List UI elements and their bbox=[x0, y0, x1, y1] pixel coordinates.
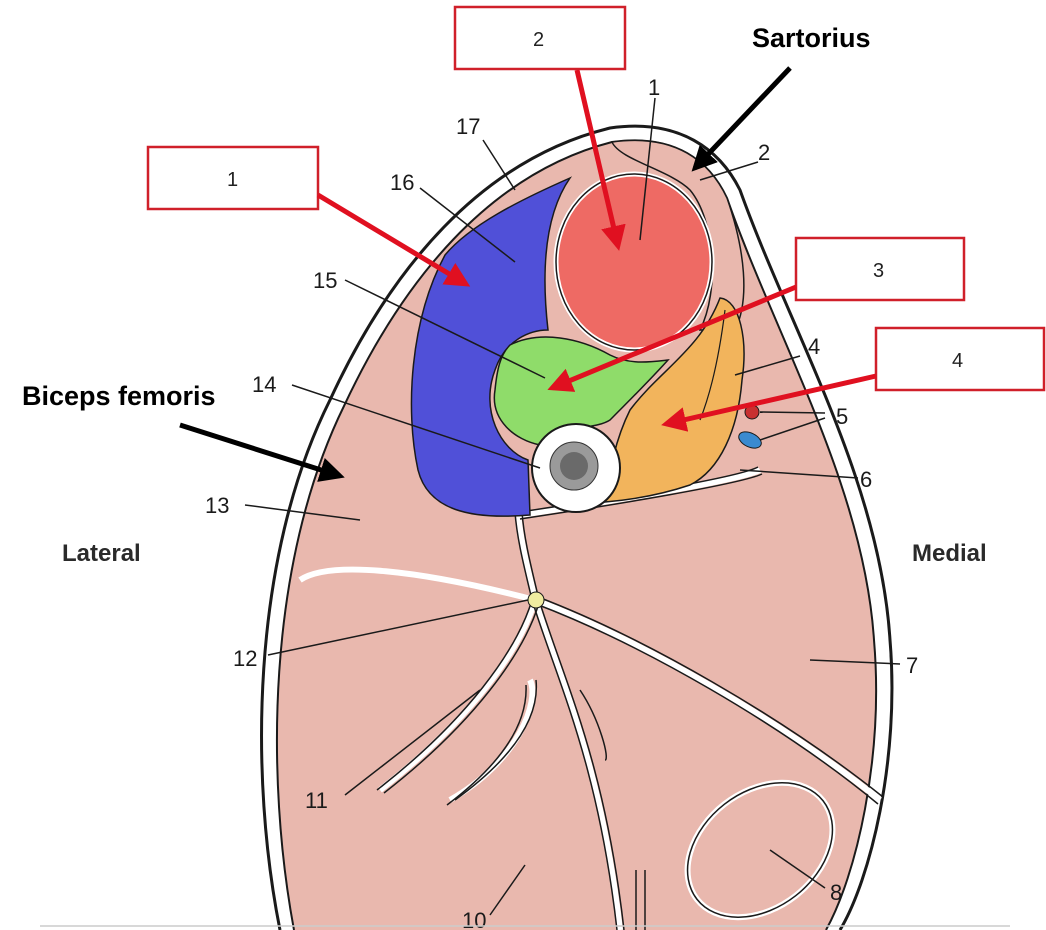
answer-box-3-label: 3 bbox=[873, 260, 884, 282]
biceps-femoris-arrow bbox=[179, 422, 345, 482]
vastus-medialis-inner-line bbox=[699, 309, 726, 421]
biceps-femoris-callout: Biceps femoris bbox=[22, 381, 216, 411]
answer-box-4-label: 4 bbox=[952, 350, 963, 372]
label-10: 10 bbox=[462, 908, 486, 930]
sartorius-arrow bbox=[691, 66, 792, 172]
red-arrows bbox=[316, 69, 877, 432]
arrow-box-1 bbox=[316, 192, 471, 287]
label-16: 16 bbox=[390, 170, 414, 195]
label-6: 6 bbox=[860, 467, 872, 492]
muscle-8 bbox=[684, 779, 836, 921]
lateral-label: Lateral bbox=[62, 540, 141, 567]
label-12: 12 bbox=[233, 646, 257, 671]
region-4-vastus-medialis bbox=[604, 297, 745, 503]
fascial-septa-lines bbox=[376, 466, 884, 930]
leader-lines bbox=[244, 97, 901, 916]
label-13: 13 bbox=[205, 493, 229, 518]
label-11: 11 bbox=[305, 788, 328, 813]
femur bbox=[531, 423, 621, 513]
medial-label: Medial bbox=[912, 540, 987, 567]
arrow-box-2 bbox=[574, 69, 626, 251]
label-14: 14 bbox=[252, 372, 276, 397]
answer-box-2-label: 2 bbox=[533, 29, 544, 51]
structure-numbers: 1 2 4 5 6 7 8 10 11 12 13 14 15 16 17 bbox=[205, 75, 918, 930]
answer-box-4[interactable]: 4 bbox=[874, 326, 1046, 392]
arrow-box-3 bbox=[547, 284, 797, 392]
label-5: 5 bbox=[836, 404, 848, 429]
answer-box-2[interactable]: 2 bbox=[453, 5, 627, 71]
answer-box-3[interactable]: 3 bbox=[794, 236, 966, 302]
label-2: 2 bbox=[758, 140, 770, 165]
label-1: 1 bbox=[648, 75, 660, 100]
sartorius-callout: Sartorius bbox=[752, 23, 871, 53]
region-1-vastus-lateralis bbox=[410, 176, 573, 517]
region-3-vastus-intermedius bbox=[493, 336, 670, 446]
answer-box-1[interactable]: 1 bbox=[146, 145, 320, 211]
femoral-vein bbox=[738, 431, 762, 449]
answer-box-1-label: 1 bbox=[227, 169, 238, 191]
region-2-rectus-femoris bbox=[553, 171, 715, 353]
sciatic-nerve bbox=[527, 591, 545, 609]
label-8: 8 bbox=[830, 880, 842, 905]
arrow-box-4 bbox=[661, 373, 877, 432]
label-15: 15 bbox=[313, 268, 337, 293]
label-4: 4 bbox=[808, 334, 820, 359]
label-17: 17 bbox=[456, 114, 480, 139]
label-7: 7 bbox=[906, 653, 918, 678]
